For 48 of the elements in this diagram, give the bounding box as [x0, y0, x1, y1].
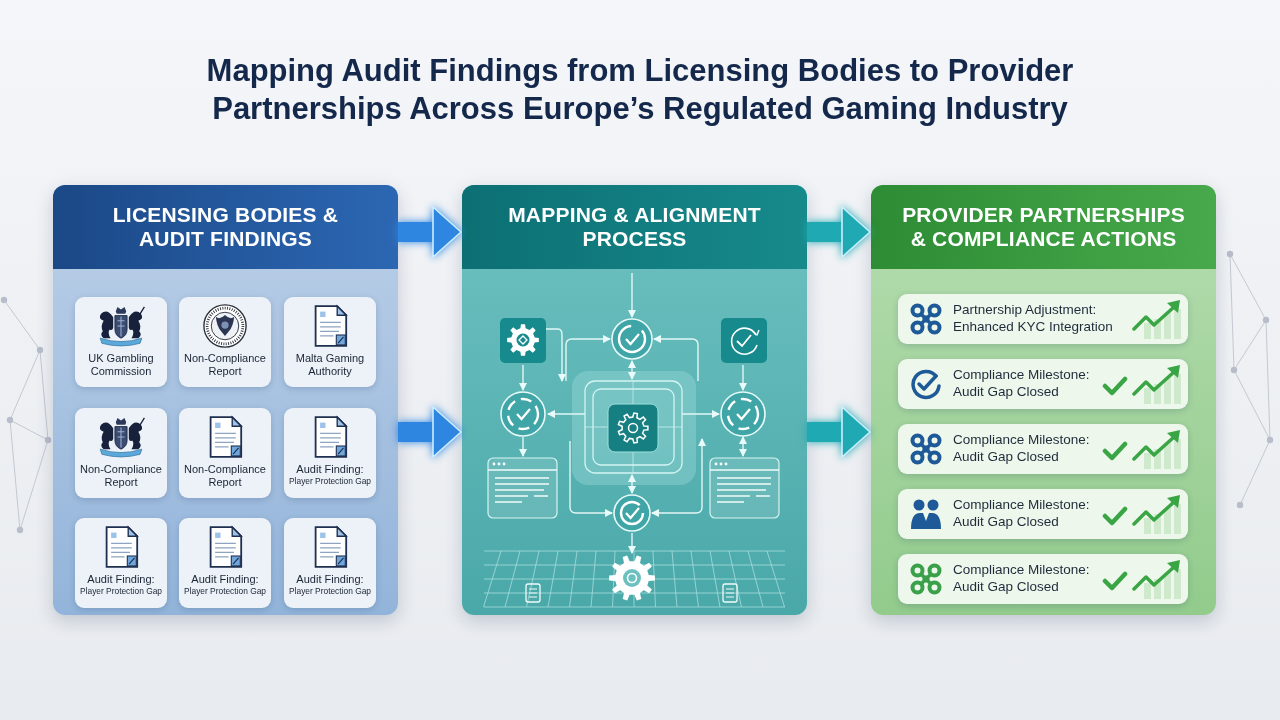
finding-card — [284, 408, 376, 498]
finding-card — [284, 297, 376, 387]
card-subtitle: Player Protection Gap — [80, 586, 162, 597]
action-card — [898, 294, 1188, 344]
arrow — [807, 406, 871, 458]
action-card — [898, 554, 1188, 604]
card-title: Partnership Adjustment: — [953, 302, 1097, 319]
card-title: Audit Finding: — [296, 463, 364, 476]
finding-card — [179, 518, 271, 608]
panel-title: MAPPING & ALIGNMENT PROCESS — [507, 203, 762, 251]
action-card — [898, 424, 1188, 474]
card-title: Compliance Milestone: — [953, 497, 1090, 514]
card-subtitle: Player Protection Gap — [289, 586, 371, 597]
panel — [462, 185, 807, 615]
card-label: Non-Compliance Report — [79, 463, 163, 489]
arrow — [807, 206, 871, 258]
title: Mapping Audit Findings from Licensing Bodies to Provider Partnerships Across Europe’s Regulated Gaming Industry — [205, 52, 1075, 128]
panel-title: LICENSING BODIES & AUDIT FINDINGS — [111, 203, 340, 251]
card-title: Audit Finding: — [296, 573, 364, 586]
finding-card — [75, 297, 167, 387]
card-title: Compliance Milestone: — [953, 562, 1090, 579]
card-subtitle: Player Protection Gap — [289, 476, 371, 487]
card-subtitle: Enhanced KYC Integration — [953, 319, 1113, 336]
card-title: Audit Finding: — [87, 573, 155, 586]
panel-title: PROVIDER PARTNERSHIPS & COMPLIANCE ACTIONS — [901, 203, 1186, 251]
card-subtitle: Audit Gap Closed — [953, 384, 1059, 401]
action-card — [898, 489, 1188, 539]
card-label: Non-Compliance Report — [183, 352, 267, 378]
finding-card — [75, 408, 167, 498]
card-title: Audit Finding: — [191, 573, 259, 586]
arrow — [398, 406, 462, 458]
card-subtitle: Audit Gap Closed — [953, 579, 1059, 596]
card-label: Non-Compliance Report — [183, 463, 267, 489]
card-label: UK Gambling Commission — [87, 352, 155, 378]
card-label: Malta Gaming Authority — [294, 352, 366, 378]
finding-card — [284, 518, 376, 608]
action-card — [898, 359, 1188, 409]
finding-card — [75, 518, 167, 608]
panel — [53, 185, 398, 615]
card-title: Compliance Milestone: — [953, 432, 1090, 449]
card-title: Compliance Milestone: — [953, 367, 1090, 384]
arrow — [398, 206, 462, 258]
card-subtitle: Player Protection Gap — [184, 586, 266, 597]
card-subtitle: Audit Gap Closed — [953, 514, 1059, 531]
finding-card — [179, 408, 271, 498]
panel — [871, 185, 1216, 615]
card-subtitle: Audit Gap Closed — [953, 449, 1059, 466]
finding-card — [179, 297, 271, 387]
